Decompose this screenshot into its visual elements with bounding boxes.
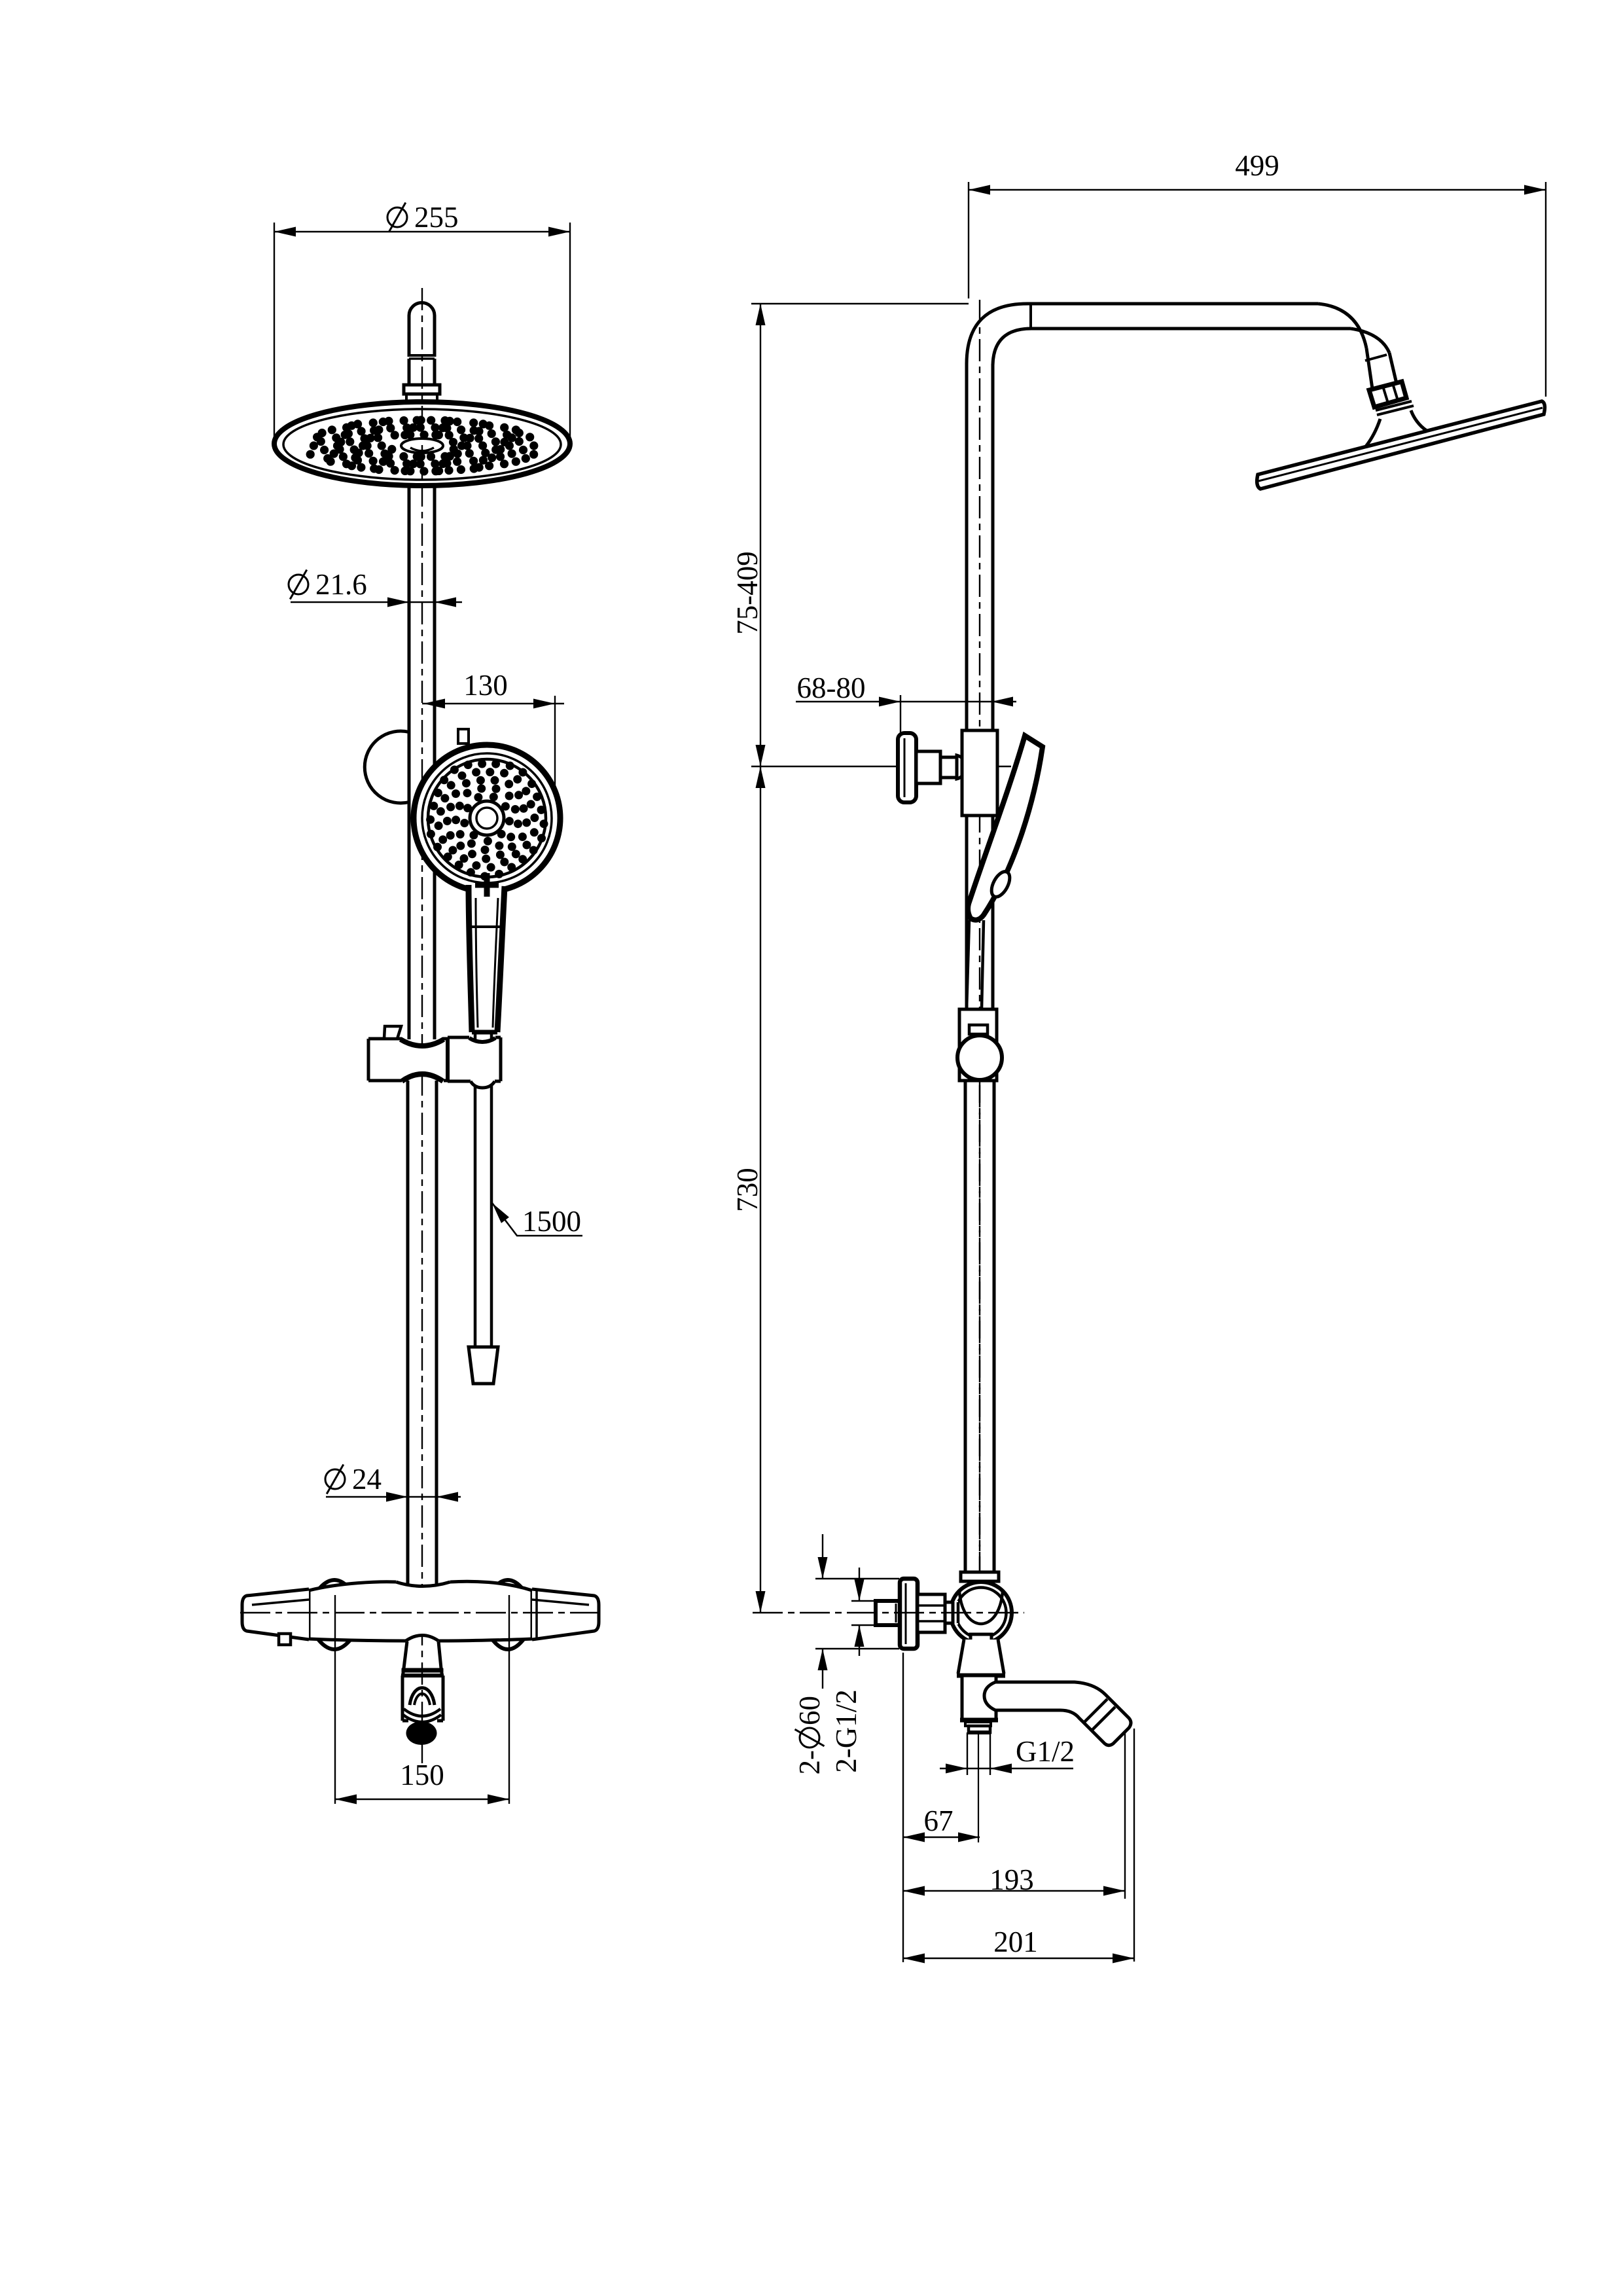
svg-text:193: 193 <box>990 1863 1034 1896</box>
svg-text:730: 730 <box>731 1168 764 1212</box>
svg-text:255: 255 <box>414 201 459 234</box>
svg-text:2-G1/2: 2-G1/2 <box>830 1689 863 1773</box>
svg-text:68-80: 68-80 <box>797 672 866 704</box>
svg-text:201: 201 <box>993 1926 1038 1958</box>
svg-text:21.6: 21.6 <box>315 568 367 601</box>
svg-text:60: 60 <box>793 1696 826 1725</box>
svg-text:G1/2: G1/2 <box>1016 1735 1075 1768</box>
svg-text:24: 24 <box>352 1463 382 1496</box>
svg-text:150: 150 <box>400 1759 444 1791</box>
svg-text:75-409: 75-409 <box>731 551 764 635</box>
svg-text:130: 130 <box>463 669 508 702</box>
svg-text:2-: 2- <box>793 1750 826 1775</box>
svg-text:1500: 1500 <box>522 1205 581 1238</box>
svg-text:499: 499 <box>1235 149 1279 182</box>
svg-text:67: 67 <box>924 1804 954 1837</box>
